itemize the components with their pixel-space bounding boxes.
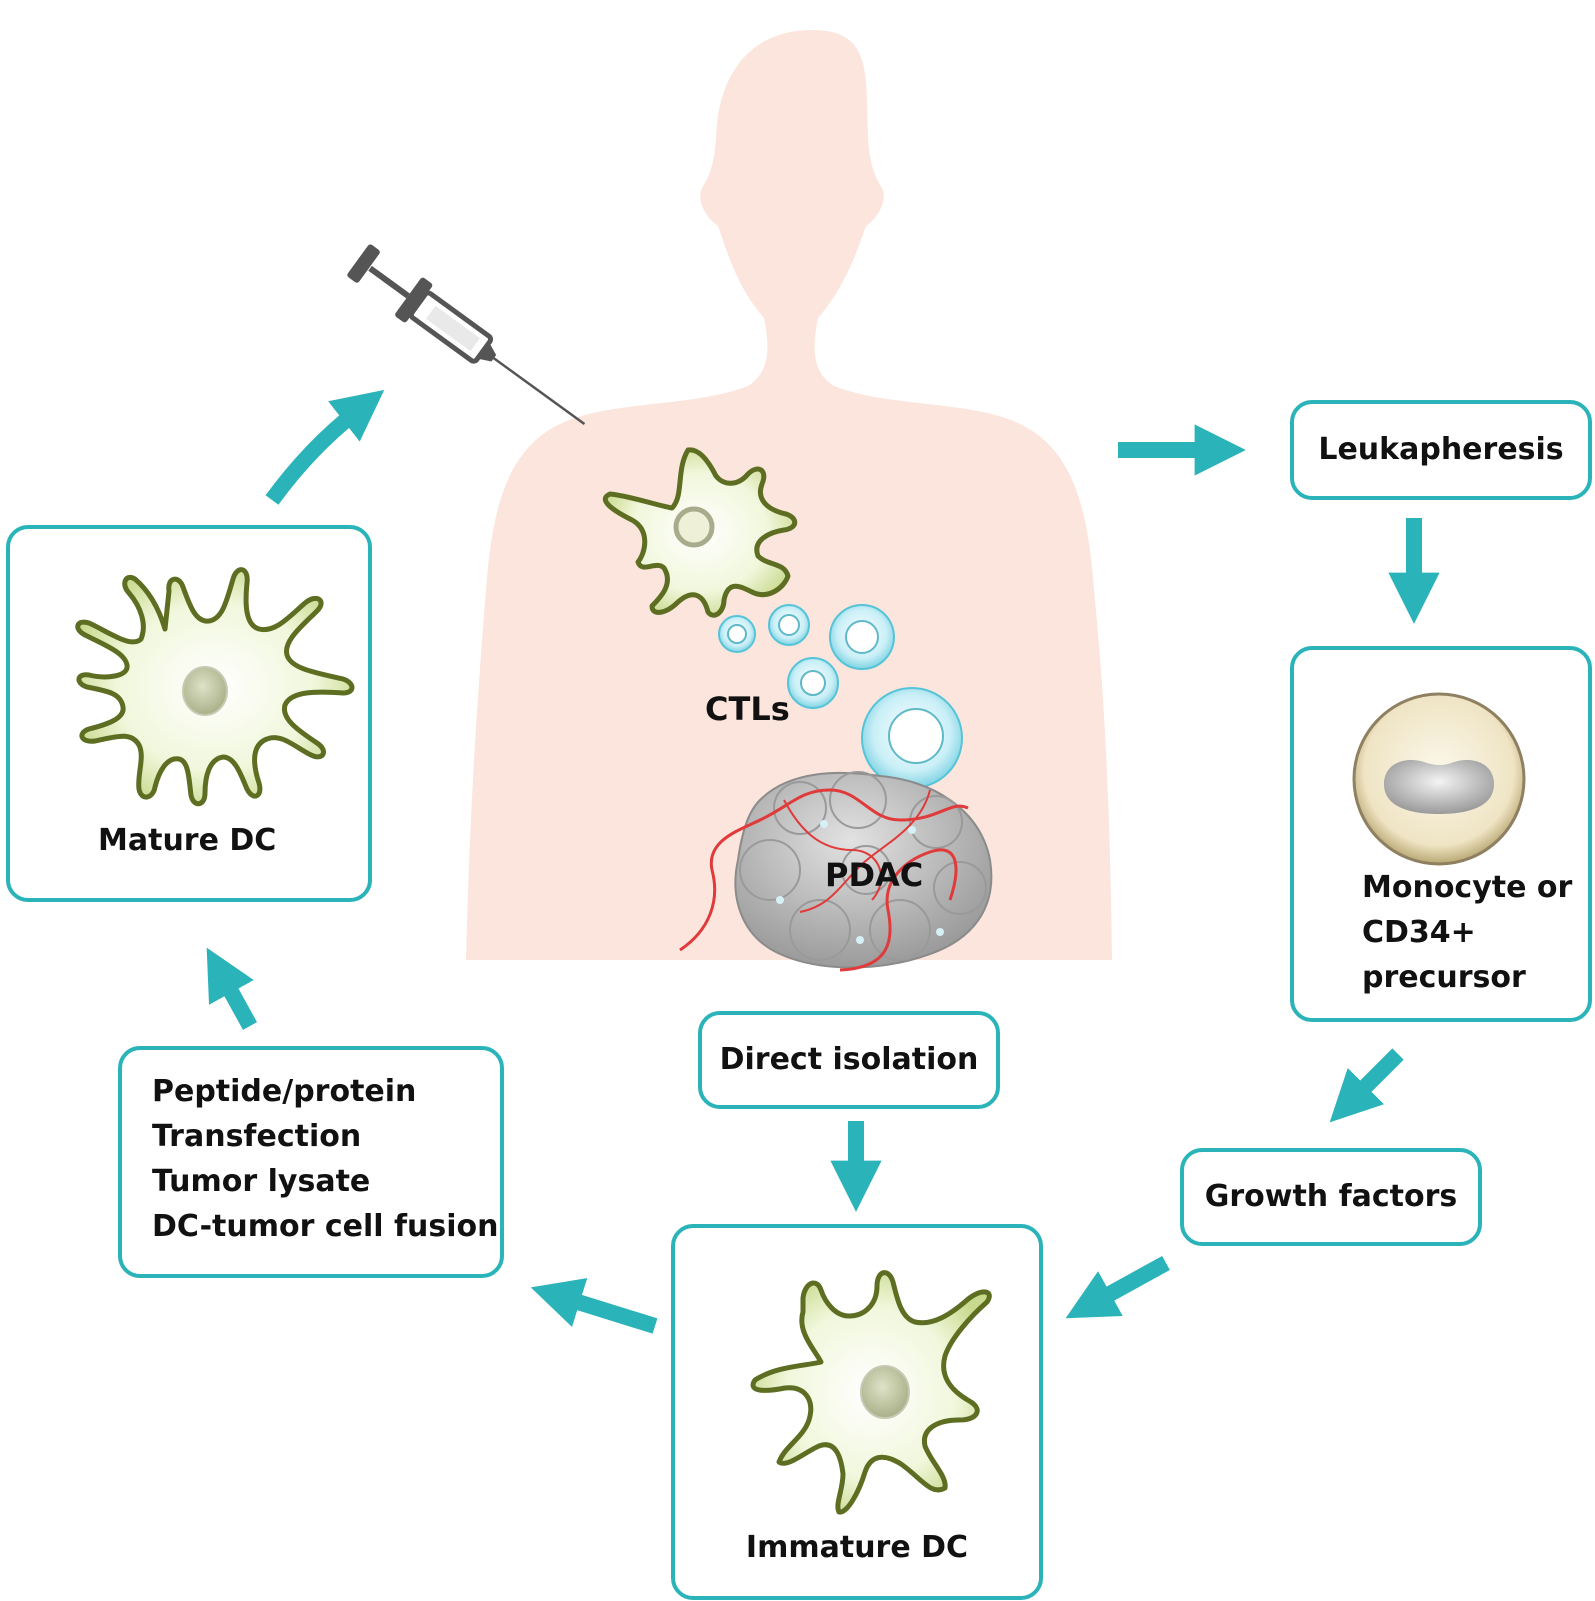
ctls-label: CTLs [705,690,790,728]
ctl-icon [787,657,839,709]
direct-isolation-label: Direct isolation [719,1042,979,1077]
ctl-icon [861,687,963,789]
ctl-icon [768,604,810,646]
dendritic-cell-icon [75,567,355,807]
leukapheresis-label: Leukapheresis [1318,432,1564,467]
loading-item-2: Transfection [152,1119,362,1154]
direct-isolation-box: Direct isolation [698,1011,1000,1109]
tumor-icon [679,771,993,972]
syringe-icon [347,244,586,426]
loading-item-3: Tumor lysate [152,1164,371,1199]
leukapheresis-box: Leukapheresis [1290,400,1592,500]
antigen-loading-box: Peptide/protein Transfection Tumor lysat… [118,1046,504,1278]
pdac-label: PDAC [825,856,924,894]
precursor-line-3: precursor [1362,960,1526,995]
loading-item-4: DC-tumor cell fusion [152,1209,499,1244]
ctl-icon [829,604,895,670]
arrow-icon [530,1278,658,1334]
precursor-box: Monocyte or CD34+ precursor [1290,646,1592,1022]
dendritic-cell-icon [750,1270,992,1515]
immature-dc-label: Immature DC [745,1530,969,1565]
loading-item-1: Peptide/protein [152,1074,417,1109]
mature-dc-box: Mature DC [6,525,372,902]
growth-factors-label: Growth factors [1204,1179,1458,1214]
arrow-icon [206,947,258,1030]
immature-dc-box: Immature DC [671,1224,1043,1600]
mature-dc-label: Mature DC [98,823,277,858]
arrow-icon [265,389,385,505]
precursor-line-1: Monocyte or [1362,870,1573,905]
ctl-icon [718,615,756,653]
growth-factors-box: Growth factors [1180,1148,1482,1246]
dendritic-cell-icon [602,447,798,618]
precursor-line-2: CD34+ [1362,915,1476,950]
flow-arrows [206,389,1440,1334]
arrow-icon [1329,1048,1404,1123]
ctl-cells [718,604,963,789]
monocyte-icon [1352,692,1526,866]
arrow-icon [1065,1255,1170,1319]
